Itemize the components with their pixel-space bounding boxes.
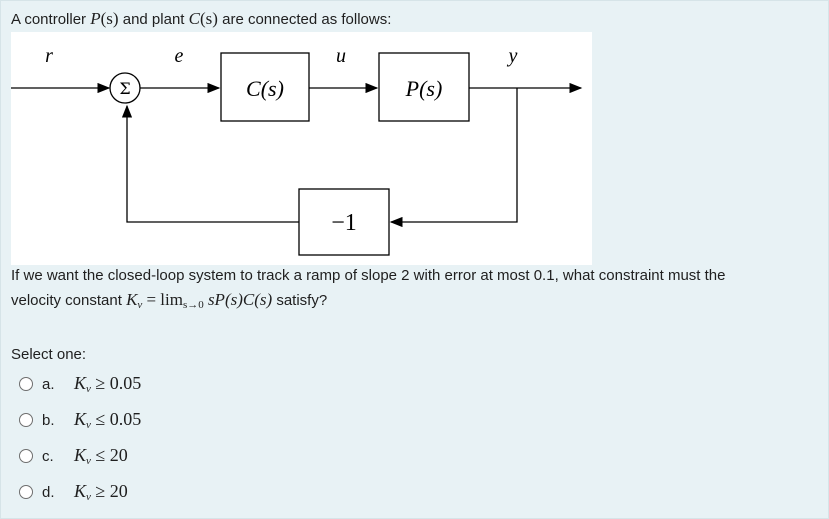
option-b-letter: b. <box>42 411 55 429</box>
question-prompt-line-1: If we want the closed-loop system to tra… <box>11 267 726 284</box>
controller-block <box>220 52 310 122</box>
option-b[interactable]: b. Kv ≤ 0.05 <box>19 408 141 432</box>
intro-arg-1: (s) <box>100 9 119 28</box>
block-diagram-svg: Σ C(s) P(s) −1 r e u y <box>11 45 583 256</box>
option-d[interactable]: d. Kv ≥ 20 <box>19 480 128 504</box>
prompt-kv-subscript: v <box>137 299 143 311</box>
sum-symbol: Σ <box>119 79 130 98</box>
radio-d[interactable] <box>19 485 33 499</box>
plant-block <box>378 52 470 122</box>
intro-and-text: and plant <box>122 11 185 28</box>
option-c-text: Kv ≤ 20 <box>74 445 128 467</box>
radio-c[interactable] <box>19 449 33 463</box>
option-a[interactable]: a. Kv ≥ 0.05 <box>19 372 141 396</box>
controller-label: C(s) <box>246 76 284 101</box>
signal-label-y: y <box>507 45 518 67</box>
intro-symbol-p: P <box>90 9 101 28</box>
intro-tail-text: are connected as follows: <box>222 11 392 28</box>
intro-symbol-c: C <box>188 9 200 28</box>
signal-label-u: u <box>336 45 346 67</box>
option-b-text: Kv ≤ 0.05 <box>74 409 142 431</box>
feedback-path-left <box>121 104 299 223</box>
option-a-letter: a. <box>42 375 55 393</box>
intro-text: A controller <box>11 11 87 28</box>
option-c[interactable]: c. Kv ≤ 20 <box>19 444 128 468</box>
intro-arg-2: (s) <box>199 9 218 28</box>
feedback-gain-block <box>298 188 390 256</box>
select-one-label: Select one: <box>11 346 87 363</box>
prompt-lim-subscript: s→0 <box>182 299 204 311</box>
question-prompt-line-2: velocity constant Kv = lims→0 sP(s)C(s) … <box>11 290 327 315</box>
plant-label: P(s) <box>405 76 443 101</box>
prompt-tail-text: satisfy? <box>276 292 328 309</box>
radio-a[interactable] <box>19 377 33 391</box>
prompt-velocity-text: velocity constant <box>11 292 122 309</box>
feedback-gain-label: −1 <box>331 210 357 236</box>
option-d-letter: d. <box>42 483 55 501</box>
prompt-expression: sP(s)C(s) <box>207 290 273 309</box>
question-intro: A controller P(s) and plant C(s) are con… <box>11 9 391 30</box>
signal-label-r: r <box>45 45 53 67</box>
option-d-text: Kv ≥ 20 <box>74 481 128 503</box>
signal-label-e: e <box>175 45 184 67</box>
option-a-text: Kv ≥ 0.05 <box>74 373 142 395</box>
feedback-path-right <box>389 88 518 228</box>
prompt-kv-symbol: K <box>126 290 138 309</box>
prompt-lim-text: = lim <box>146 290 183 309</box>
radio-b[interactable] <box>19 413 33 427</box>
option-c-letter: c. <box>42 447 54 465</box>
block-diagram: Σ C(s) P(s) −1 r e u y <box>11 32 592 265</box>
